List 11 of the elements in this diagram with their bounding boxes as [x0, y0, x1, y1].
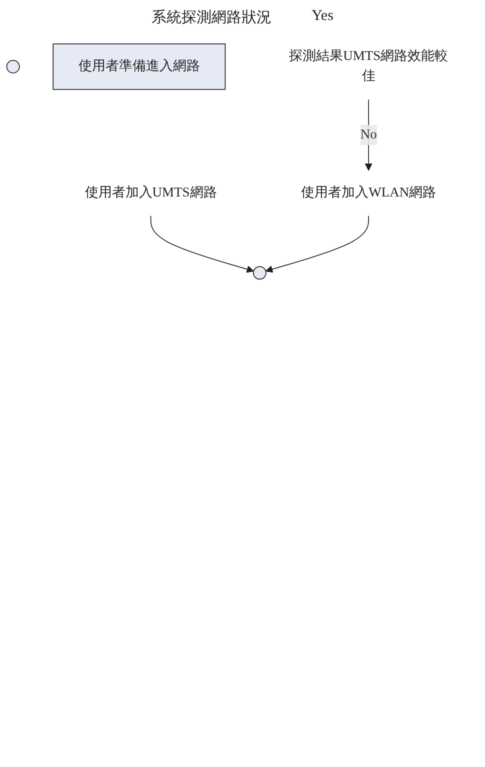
node-circle — [6, 60, 20, 74]
node-circle — [252, 266, 266, 280]
arrow — [150, 216, 254, 273]
node-text: 探測結果UMTS網路效能較佳 — [289, 48, 448, 84]
note-text: 系統探測網路狀況 — [152, 8, 272, 27]
note-text: Yes — [312, 8, 334, 26]
node-text: 使用者加入WLAN網路 — [301, 186, 436, 200]
node-text: 使用者加入UMTS網路 — [84, 186, 217, 200]
edge-label: No — [360, 127, 377, 142]
arrow — [265, 216, 370, 273]
node-box: 使用者準備進入網路 — [52, 43, 226, 90]
